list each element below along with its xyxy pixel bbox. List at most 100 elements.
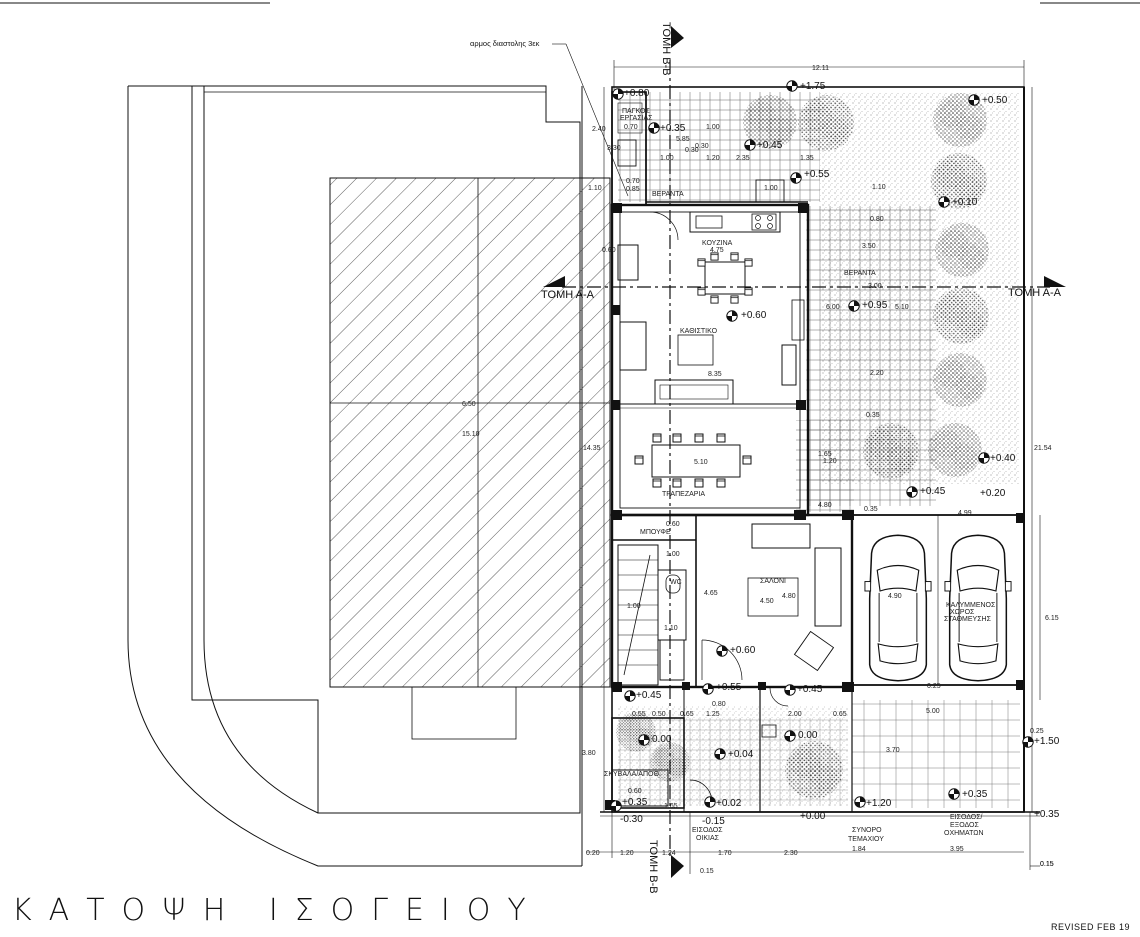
svg-text:ΣΤΑΘΜΕΥΣΗΣ: ΣΤΑΘΜΕΥΣΗΣ (944, 616, 992, 623)
svg-text:1.35: 1.35 (800, 155, 814, 162)
house-walls (610, 91, 1025, 812)
svg-text:5.10: 5.10 (895, 304, 909, 311)
svg-text:+0.95: +0.95 (862, 300, 888, 311)
svg-text:2.20: 2.20 (870, 370, 884, 377)
svg-text:+0.50: +0.50 (982, 95, 1008, 106)
svg-text:8.35: 8.35 (708, 371, 722, 378)
svg-text:+0.45: +0.45 (636, 690, 662, 701)
svg-text:0.20: 0.20 (586, 850, 600, 857)
svg-text:2.40: 2.40 (592, 126, 606, 133)
svg-text:4.50: 4.50 (760, 598, 774, 605)
svg-text:-0.15: -0.15 (702, 816, 725, 827)
svg-text:1.00: 1.00 (660, 155, 674, 162)
svg-text:ΟΧΗΜΑΤΩΝ: ΟΧΗΜΑΤΩΝ (944, 830, 984, 837)
svg-text:0.30: 0.30 (695, 143, 709, 150)
svg-text:5.00: 5.00 (926, 708, 940, 715)
front-paving (852, 700, 1020, 808)
vehicle-entrance-label: ΕΙΣΟΔΟΣ/ (950, 814, 983, 821)
svg-text:1.65: 1.65 (664, 803, 678, 810)
svg-text:ΕΡΓΑΣΙΑΣ: ΕΡΓΑΣΙΑΣ (620, 115, 653, 122)
dim-right-total: 21.54 (1034, 445, 1052, 452)
svg-text:+0.80: +0.80 (624, 88, 650, 99)
drawing-title: ΚΑΤΟΨΗ ΙΣΟΓΕΙΟΥ (12, 893, 543, 928)
room-garden-store-label: ΣΚΥΒΑΛΑ/ΑΠΟΘ. (604, 771, 661, 778)
svg-text:0.25: 0.25 (927, 683, 941, 690)
svg-text:1.20: 1.20 (706, 155, 720, 162)
svg-text:0.70: 0.70 (626, 178, 640, 185)
room-veranda-right-label: ΒΕΡΑΝΤΑ (844, 270, 876, 277)
svg-text:0.15: 0.15 (1040, 861, 1054, 868)
svg-text:4.99: 4.99 (958, 510, 972, 517)
svg-text:+0.20: +0.20 (980, 488, 1006, 499)
section-marker-icon (543, 26, 1066, 878)
revision-note: REVISED FEB 19 (1050, 922, 1130, 932)
svg-text:0.65: 0.65 (680, 711, 694, 718)
svg-text:5.10: 5.10 (694, 459, 708, 466)
svg-text:1.24: 1.24 (662, 850, 676, 857)
svg-text:0.30: 0.30 (685, 147, 699, 154)
expansion-joint-note: αρμος διαστολης 3εκ (470, 39, 540, 48)
svg-text:+1.75: +1.75 (800, 81, 826, 92)
svg-text:1.10: 1.10 (588, 185, 602, 192)
svg-text:1.00: 1.00 (666, 551, 680, 558)
veranda-top-tiles (618, 92, 748, 202)
plot-boundary-label: ΣΥΝΟΡΟ (852, 827, 882, 834)
svg-text:+0.10: +0.10 (952, 197, 978, 208)
dim-plot-depth: 15.10 (462, 431, 480, 438)
svg-text:1.25: 1.25 (706, 711, 720, 718)
svg-text:+0.35: +0.35 (660, 123, 686, 134)
svg-text:1.65: 1.65 (818, 451, 832, 458)
car-icon (864, 534, 932, 682)
room-kitchen-label: ΚΟΥΖΙΝΑ (702, 240, 733, 247)
dining-table (634, 433, 752, 488)
svg-text:3.50: 3.50 (862, 243, 876, 250)
svg-text:+0.35: +0.35 (622, 797, 648, 808)
room-dining-label: ΤΡΑΠΕΖΑΡΙΑ (662, 491, 705, 498)
dim-left-total: 14.35 (583, 445, 601, 452)
svg-text:1.70: 1.70 (718, 850, 732, 857)
section-aa-right-label: ΤΟΜΗ Α-Α (1008, 287, 1062, 299)
svg-text:+0.45: +0.45 (797, 684, 823, 695)
svg-text:4.90: 4.90 (888, 593, 902, 600)
room-wc-label: WC (670, 579, 682, 586)
svg-text:1.00: 1.00 (764, 185, 778, 192)
dim-top-total: 12.11 (812, 65, 829, 72)
svg-text:+1.20: +1.20 (866, 798, 892, 809)
svg-text:+0.40: +0.40 (990, 453, 1016, 464)
room-living-label: ΚΑΘΙΣΤΙΚΟ (680, 328, 718, 335)
svg-text:1.84: 1.84 (852, 846, 866, 853)
svg-text:0.35: 0.35 (866, 412, 880, 419)
svg-text:+0.04: +0.04 (728, 749, 754, 760)
svg-text:6.00: 6.00 (826, 304, 840, 311)
svg-text:+0.00: +0.00 (800, 811, 826, 822)
adjacent-building-hatch (329, 177, 611, 688)
svg-text:0.00: 0.00 (652, 734, 672, 745)
svg-text:5.85: 5.85 (676, 136, 690, 143)
living-sofa (654, 334, 734, 405)
svg-text:4.80: 4.80 (818, 502, 832, 509)
svg-text:+0.60: +0.60 (730, 645, 756, 656)
svg-text:3.95: 3.95 (950, 846, 964, 853)
kitchen-table (697, 252, 753, 304)
svg-text:+0.35: +0.35 (1034, 809, 1060, 820)
svg-text:-0.30: -0.30 (620, 814, 643, 825)
svg-text:0.80: 0.80 (712, 701, 726, 708)
svg-text:0.80: 0.80 (870, 216, 884, 223)
svg-text:+0.02: +0.02 (716, 798, 742, 809)
room-salon-label: ΣΑΛΟΝΙ (760, 578, 786, 585)
svg-text:0.85: 0.85 (626, 186, 640, 193)
svg-text:ΕΞΟΔΟΣ: ΕΞΟΔΟΣ (950, 822, 979, 829)
svg-text:1.00: 1.00 (627, 603, 641, 610)
svg-text:2.00: 2.00 (788, 711, 802, 718)
svg-text:ΤΕΜΑΧΙΟΥ: ΤΕΜΑΧΙΟΥ (848, 836, 884, 843)
svg-text:3.30: 3.30 (607, 145, 621, 152)
road-curve (127, 86, 582, 867)
svg-text:2.35: 2.35 (736, 155, 750, 162)
svg-text:0.60: 0.60 (666, 521, 680, 528)
svg-text:0.50: 0.50 (652, 711, 666, 718)
dim-garage-depth: 6.15 (1045, 615, 1059, 622)
svg-text:2.30: 2.30 (784, 850, 798, 857)
svg-text:0.55: 0.55 (632, 711, 646, 718)
room-veranda-top-label: ΒΕΡΑΝΤΑ (652, 191, 684, 198)
